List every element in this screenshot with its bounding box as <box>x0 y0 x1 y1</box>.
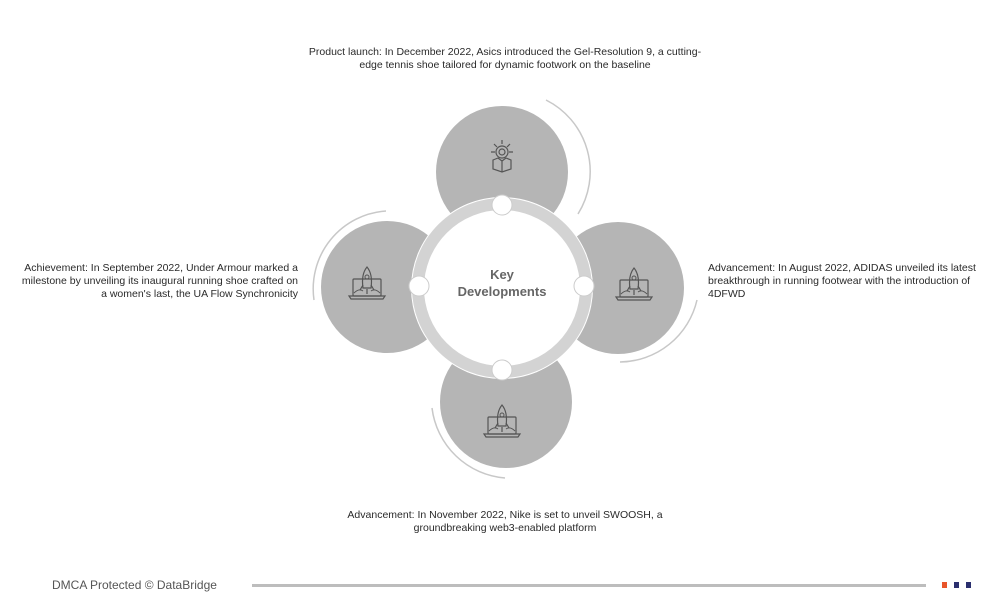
brand-square-navy-2 <box>966 582 971 588</box>
lightbulb-box-icon <box>491 140 513 173</box>
bottom-development-text: Advancement: In November 2022, Nike is s… <box>347 509 663 534</box>
right-arc <box>619 299 698 363</box>
top-arc <box>545 99 591 215</box>
center-title-line1: Key <box>490 267 515 282</box>
top-development-text: Product launch: In December 2022, Asics … <box>308 46 702 71</box>
left-arc <box>312 210 387 301</box>
bottom-node <box>491 359 513 381</box>
top-node <box>491 194 513 216</box>
right-node <box>573 275 595 297</box>
center-title-line2: Developments <box>458 284 547 299</box>
footer-divider <box>252 584 926 587</box>
left-development-text: Achievement: In September 2022, Under Ar… <box>21 262 298 300</box>
brand-square-navy <box>954 582 959 588</box>
right-development-text: Advancement: In August 2022, ADIDAS unve… <box>708 262 976 300</box>
footer-copyright: DMCA Protected © DataBridge <box>52 578 217 592</box>
center-disc <box>425 211 579 365</box>
bottom-arc <box>431 407 506 479</box>
brand-square-orange <box>942 582 947 588</box>
left-node <box>408 275 430 297</box>
